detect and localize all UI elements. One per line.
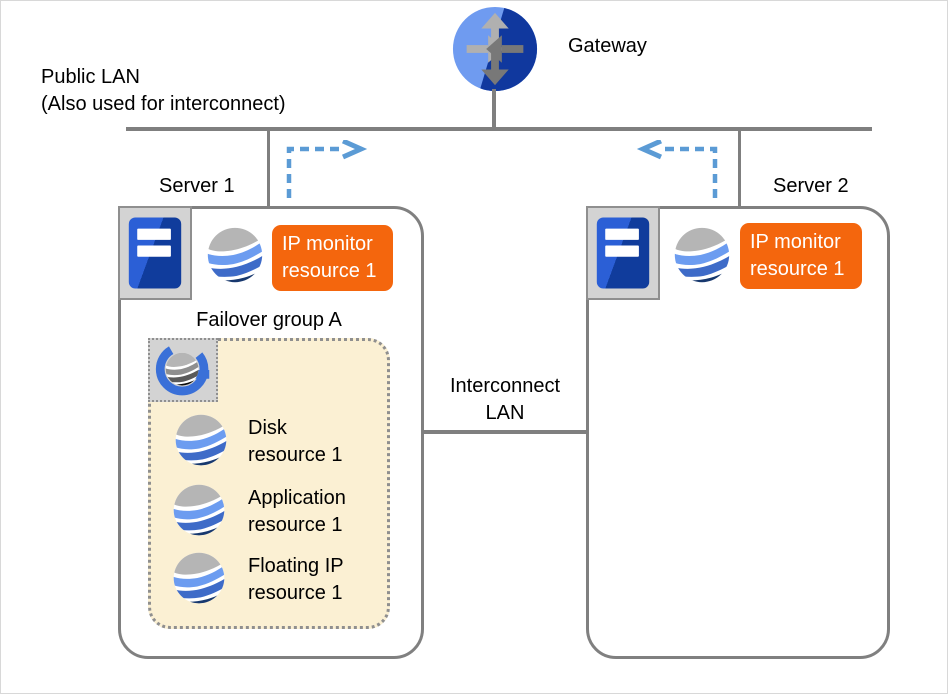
public-lan-line1: Public LAN — [41, 66, 140, 88]
server2-monitor-line1: IP monitor — [750, 231, 841, 253]
application-resource-label: Application resource 1 — [248, 485, 346, 539]
disk-resource-line2: resource 1 — [248, 444, 343, 466]
server1-lan-connector — [267, 131, 270, 207]
server1-label: Server 1 — [159, 175, 235, 197]
server2-monitor-line2: resource 1 — [750, 258, 845, 280]
interconnect-lan-line — [422, 430, 588, 434]
disk-resource-line1: Disk — [248, 417, 287, 439]
server2-tower-icon — [596, 217, 650, 289]
public-lan-line — [126, 127, 872, 131]
gateway-router-icon — [451, 5, 539, 93]
interconnect-lan-line2: LAN — [485, 402, 525, 424]
application-resource-line1: Application — [248, 487, 346, 509]
server1-monitor-badge: IP monitor resource 1 — [272, 225, 393, 291]
disk-resource-label: Disk resource 1 — [248, 415, 343, 469]
monitor-arrow-server1 — [286, 140, 368, 198]
application-resource-icon — [172, 483, 226, 537]
server2-label: Server 2 — [773, 175, 849, 197]
monitor-arrow-server2 — [636, 140, 718, 198]
disk-resource-icon — [174, 413, 228, 467]
gateway-stem-line — [492, 89, 496, 129]
failover-group-title: Failover group A — [196, 309, 342, 331]
server1-monitor-resource-icon — [206, 226, 264, 284]
application-resource-line2: resource 1 — [248, 514, 343, 536]
failover-group-icon-frame — [148, 338, 218, 402]
public-lan-label: Public LAN (Also used for interconnect) — [41, 64, 286, 118]
server2-monitor-resource-icon — [673, 226, 731, 284]
floating-ip-resource-label: Floating IP resource 1 — [248, 553, 344, 607]
interconnect-lan-line1: Interconnect — [449, 375, 561, 397]
floating-ip-resource-line1: Floating IP — [248, 555, 344, 577]
server1-icon-frame — [118, 206, 192, 300]
server1-monitor-line2: resource 1 — [282, 260, 377, 282]
server2-icon-frame — [586, 206, 660, 300]
public-lan-line2: (Also used for interconnect) — [41, 93, 286, 115]
server1-monitor-line1: IP monitor — [282, 233, 373, 255]
floating-ip-resource-line2: resource 1 — [248, 582, 343, 604]
server1-tower-icon — [128, 217, 182, 289]
floating-ip-resource-icon — [172, 551, 226, 605]
interconnect-lan-label: Interconnect LAN — [426, 373, 584, 427]
server2-monitor-badge: IP monitor resource 1 — [740, 223, 862, 289]
failover-group-icon — [155, 342, 211, 398]
server2-lan-connector — [738, 131, 741, 207]
gateway-label: Gateway — [568, 35, 647, 57]
